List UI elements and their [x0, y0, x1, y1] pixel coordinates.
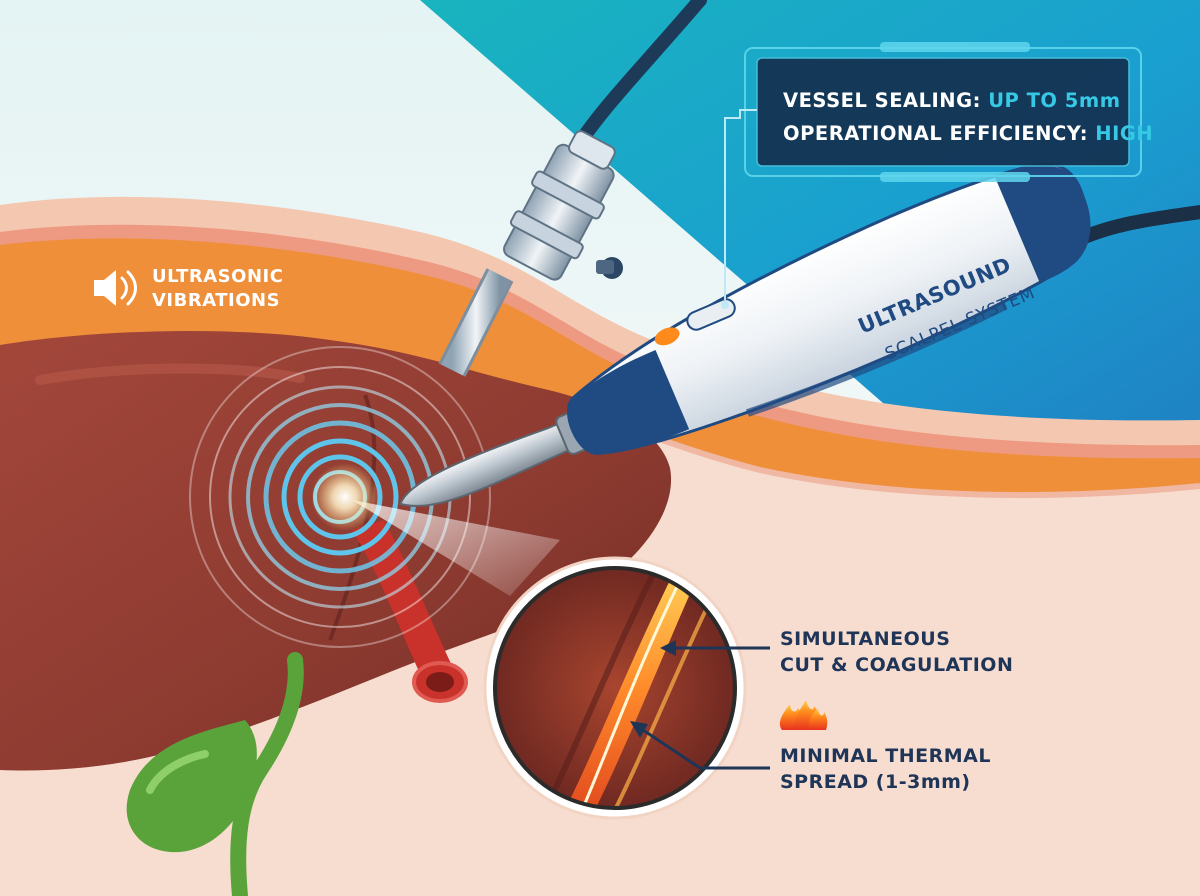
cut-highlight: [576, 568, 692, 808]
speaker-icon: [94, 270, 137, 306]
thermal-spread-pointer: [630, 721, 770, 770]
ultrasonic-label-line2: VIBRATIONS: [152, 290, 280, 311]
cut-coagulation-label-line2: CUT & COAGULATION: [780, 654, 1013, 676]
operational-efficiency-label: OPERATIONAL EFFICIENCY:: [783, 122, 1095, 145]
magnification-beam: [352, 500, 560, 596]
flame-icon: [779, 700, 828, 730]
thermal-spread-label-line2: SPREAD (1-3mm): [780, 771, 971, 793]
gallbladder: [126, 720, 257, 853]
blood-vessel-lumen: [426, 672, 454, 692]
vessel-sealing-value: UP TO 5mm: [988, 89, 1120, 112]
spec-panel: VESSEL SEALING: UP TO 5mm OPERATIONAL EF…: [721, 42, 1153, 309]
gallbladder-highlight: [146, 750, 209, 794]
thermal-spread-label-line1: MINIMAL THERMAL: [780, 745, 991, 767]
ultrasonic-vibrations-label: ULTRASONIC VIBRATIONS: [94, 266, 283, 311]
operational-efficiency-spec: OPERATIONAL EFFICIENCY: HIGH: [783, 122, 1153, 145]
vessel-sealing-spec: VESSEL SEALING: UP TO 5mm: [783, 89, 1121, 112]
cut-coagulation-pointer: [660, 640, 770, 656]
bile-duct: [230, 652, 304, 896]
operational-efficiency-value: HIGH: [1095, 122, 1153, 145]
liver-highlight: [35, 363, 305, 385]
cut-coagulation-label-line1: SIMULTANEOUS: [780, 628, 950, 650]
zoom-inset: [483, 556, 747, 820]
laparoscope: [438, 0, 707, 377]
ultrasound-scalpel: ULTRASOUND SCALPEL SYSTEM: [311, 162, 1200, 531]
vessel-sealing-label: VESSEL SEALING:: [783, 89, 988, 112]
ultrasonic-label-line1: ULTRASONIC: [152, 266, 283, 287]
